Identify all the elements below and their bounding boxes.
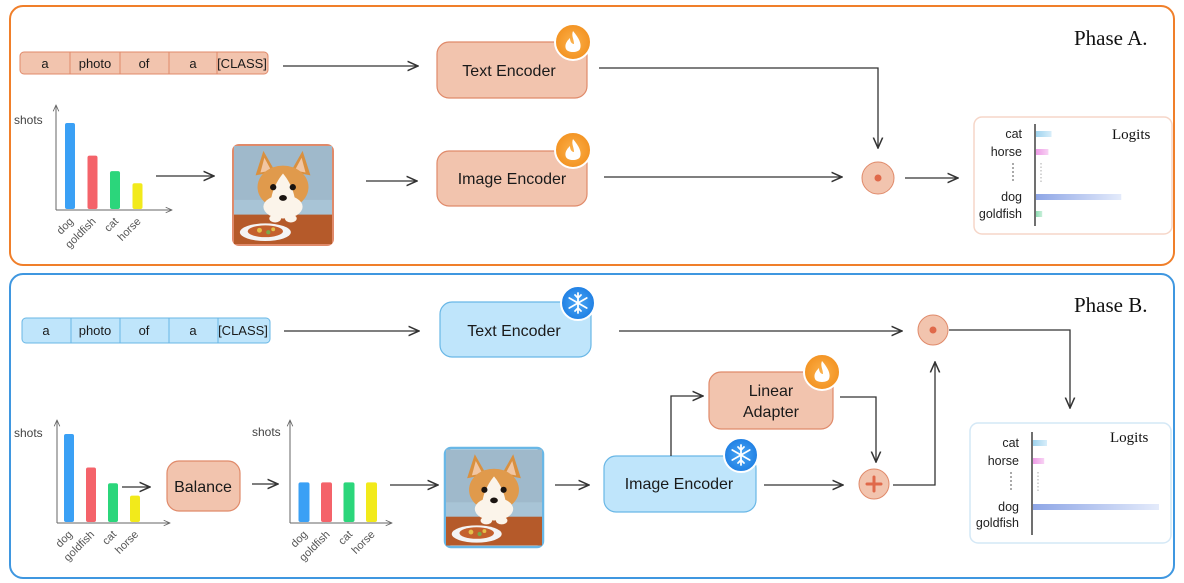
category-label: horse <box>116 216 144 244</box>
logit-bar <box>1036 131 1052 137</box>
histogram-bar <box>343 482 355 522</box>
histogram-bar <box>64 434 74 522</box>
dot-operator-icon <box>917 314 949 346</box>
phase-b-panel <box>9 273 1175 579</box>
phase-b-text-encoder: Text Encoder <box>439 301 592 358</box>
prompt-token: a <box>42 323 50 338</box>
flame-icon <box>554 23 592 61</box>
arrow <box>840 396 876 462</box>
flame-icon <box>554 131 592 169</box>
text-encoder-label: Text Encoder <box>467 323 561 340</box>
logit-bar <box>1036 194 1122 200</box>
histogram-bar <box>108 483 118 522</box>
logit-bar <box>1036 149 1049 155</box>
y-axis-label: shots <box>14 426 43 440</box>
histogram-bar <box>132 183 143 209</box>
phase-b-prompt: a photo of a [CLASS] <box>21 317 271 344</box>
prompt-token: [CLASS] <box>218 323 268 338</box>
phase-a-prompt: a photo of a [CLASS] <box>19 51 269 75</box>
histogram-bar <box>86 467 96 522</box>
prompt-token: photo <box>79 56 112 71</box>
image-encoder-label: Image Encoder <box>458 171 567 188</box>
y-axis-label: shots <box>14 113 43 127</box>
phase-b-title: Phase B. <box>1074 293 1148 317</box>
arrow <box>670 396 703 456</box>
histogram-bar <box>87 155 98 209</box>
prompt-token: a <box>41 56 49 71</box>
category-label: horse <box>113 529 141 557</box>
linear-adapter-line2: Adapter <box>743 404 800 421</box>
phase-b-image-encoder: Image Encoder <box>603 455 757 513</box>
phase-b-corgi-image <box>443 446 545 549</box>
dot-operator-icon <box>861 161 895 195</box>
prompt-token: a <box>189 323 197 338</box>
logit-label: goldfish <box>976 516 1019 530</box>
logit-label: horse <box>991 145 1022 159</box>
text-encoder-label: Text Encoder <box>462 63 556 80</box>
plus-operator-icon <box>858 468 890 500</box>
logit-bar <box>1036 211 1043 217</box>
phase-a-logits-panel: Logits cat horse dog goldfish <box>973 116 1173 235</box>
phase-a-text-encoder: Text Encoder <box>436 41 588 99</box>
logit-label: dog <box>998 500 1019 514</box>
phase-a-title: Phase A. <box>1074 26 1148 50</box>
histogram-bar <box>366 482 377 522</box>
logits-title: Logits <box>1110 430 1148 446</box>
prompt-token: [CLASS] <box>217 56 267 71</box>
snowflake-icon <box>723 437 759 473</box>
histogram-bar <box>130 495 140 522</box>
category-label: horse <box>350 529 378 557</box>
logit-bar <box>1033 504 1159 510</box>
logit-bar <box>1033 458 1045 464</box>
arrow <box>599 67 878 148</box>
prompt-token: of <box>139 56 150 71</box>
histogram-bar <box>110 171 120 209</box>
phase-a-image-encoder: Image Encoder <box>436 150 588 207</box>
phase-a-corgi-image <box>232 144 334 246</box>
balance-label: Balance <box>174 479 232 496</box>
logit-label: cat <box>1005 127 1022 141</box>
flame-icon <box>803 353 841 391</box>
linear-adapter-box: Linear Adapter <box>708 371 834 430</box>
arrow <box>893 362 935 486</box>
prompt-token: photo <box>79 323 112 338</box>
snowflake-icon <box>560 285 596 321</box>
phase-a-panel <box>9 5 1175 266</box>
logit-label: goldfish <box>979 207 1022 221</box>
y-axis-label: shots <box>252 425 281 439</box>
prompt-token: a <box>189 56 197 71</box>
prompt-token: of <box>139 323 150 338</box>
logits-title: Logits <box>1112 127 1150 143</box>
logit-label: dog <box>1001 190 1022 204</box>
histogram-bar <box>298 482 310 522</box>
logit-label: cat <box>1002 436 1019 450</box>
logit-label: horse <box>988 454 1019 468</box>
histogram-bar <box>321 482 332 522</box>
balance-box: Balance <box>166 460 241 512</box>
histogram-bar <box>65 123 75 209</box>
arrow <box>949 329 1070 408</box>
image-encoder-label: Image Encoder <box>625 476 734 493</box>
logit-bar <box>1033 440 1047 446</box>
linear-adapter-line1: Linear <box>749 383 794 400</box>
phase-b-logits-panel: Logits cat horse dog goldfish <box>969 422 1172 544</box>
